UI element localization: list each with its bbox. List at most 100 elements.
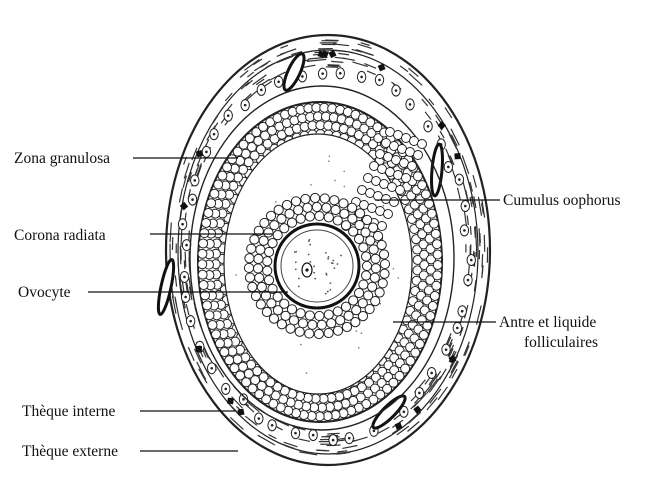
antrum-dot xyxy=(334,180,336,182)
corona-cell xyxy=(295,327,304,336)
fiber xyxy=(473,175,476,188)
corona-cell xyxy=(373,231,382,240)
corona-cell xyxy=(247,244,256,253)
theca-cell-nucleus xyxy=(181,223,184,226)
granulosa-cell xyxy=(223,163,232,172)
label-zona-granulosa: Zona granulosa xyxy=(14,150,110,167)
granulosa-cell xyxy=(415,339,424,348)
theca-cell-nucleus xyxy=(189,320,192,323)
granulosa-cell xyxy=(433,250,442,259)
corona-cell xyxy=(355,209,364,218)
theca-cell-nucleus xyxy=(321,72,324,75)
granulosa-cell xyxy=(428,302,437,311)
granulosa-cell xyxy=(421,190,430,199)
corona-cell xyxy=(254,254,263,263)
theca-cell-nucleus xyxy=(332,439,335,442)
theca-cell-nucleus xyxy=(418,392,421,395)
granulosa-cell xyxy=(205,311,214,320)
theca-cell-nucleus xyxy=(193,179,196,182)
fiber xyxy=(246,80,253,86)
theca-cell-nucleus xyxy=(463,229,466,232)
theca-cell-nucleus xyxy=(395,89,398,92)
corona-cell xyxy=(305,329,314,338)
granulosa-cell xyxy=(207,199,216,208)
corona-cell xyxy=(264,247,273,256)
theca-cell-nucleus xyxy=(184,296,187,299)
fiber xyxy=(367,71,376,75)
ooplasm-dot xyxy=(298,278,300,280)
antrum-dot xyxy=(310,184,312,186)
ooplasm-dot xyxy=(325,293,327,295)
corona-cell xyxy=(358,312,367,321)
corona-cell xyxy=(244,263,253,272)
fiber xyxy=(327,433,339,434)
corona-cell xyxy=(263,266,272,275)
ooplasm-dot xyxy=(295,268,297,270)
granulosa-cell xyxy=(215,339,224,348)
corona-cell xyxy=(331,205,340,214)
antrum-dot xyxy=(356,330,358,332)
cumulus-cell xyxy=(408,162,417,171)
fiber xyxy=(280,45,288,48)
antrum-dot xyxy=(383,205,385,207)
granulosa-cell xyxy=(199,281,208,290)
corona-cell xyxy=(256,300,265,309)
granulosa-cell xyxy=(214,180,223,189)
granulosa-cell xyxy=(431,229,440,238)
corona-cell xyxy=(378,279,387,288)
corona-cell xyxy=(333,326,342,335)
granulosa-cell xyxy=(430,219,439,228)
granulosa-cell xyxy=(204,208,213,217)
corona-cell xyxy=(348,203,357,212)
corona-cell xyxy=(260,218,269,227)
corona-cell xyxy=(245,254,254,263)
antrum-dot xyxy=(393,268,395,270)
corona-cell xyxy=(380,259,389,268)
fiber xyxy=(185,252,186,268)
dark-cell xyxy=(237,409,244,416)
corona-cell xyxy=(251,291,260,300)
corona-cell xyxy=(377,240,386,249)
fiber xyxy=(186,304,189,315)
fiber xyxy=(475,226,476,246)
granulosa-cell xyxy=(406,356,415,365)
fiber xyxy=(358,44,372,48)
theca-cell-nucleus xyxy=(271,424,274,427)
fiber xyxy=(337,451,347,452)
corona-cell xyxy=(371,297,380,306)
ooplasm-dot xyxy=(308,240,310,242)
theca-cell-nucleus xyxy=(277,80,280,83)
corona-cell xyxy=(308,320,317,329)
ooplasm-dot xyxy=(326,274,328,276)
theca-cell-nucleus xyxy=(301,75,304,78)
corona-cell xyxy=(371,264,380,273)
fiber xyxy=(467,216,468,225)
granulosa-cell xyxy=(425,199,434,208)
theca-cell-nucleus xyxy=(185,244,188,247)
ooplasm-dot xyxy=(331,262,333,264)
corona-cell xyxy=(255,273,264,282)
fiber xyxy=(181,229,182,247)
ooplasm-dot xyxy=(313,265,315,267)
fiber xyxy=(440,131,444,138)
theca-cell-nucleus xyxy=(467,279,470,282)
granulosa-cell xyxy=(198,260,207,269)
granulosa-cell xyxy=(220,348,229,357)
corona-cell xyxy=(317,320,326,329)
oocyte-nucleolus xyxy=(305,268,308,271)
corona-cell xyxy=(369,223,378,232)
granulosa-cell xyxy=(198,249,207,258)
ooplasm-dot xyxy=(309,261,311,263)
ooplasm-dot xyxy=(314,278,316,280)
theca-cell-nucleus xyxy=(409,103,412,106)
fiber xyxy=(338,53,349,55)
corona-cell xyxy=(379,250,388,259)
corona-cell xyxy=(314,329,323,338)
ooplasm-dot xyxy=(308,254,310,256)
theca-cell-nucleus xyxy=(456,327,459,330)
fiber xyxy=(307,59,326,61)
corona-cell xyxy=(303,203,312,212)
label-antre-line2: folliculaires xyxy=(524,334,598,351)
fiber xyxy=(317,450,327,451)
